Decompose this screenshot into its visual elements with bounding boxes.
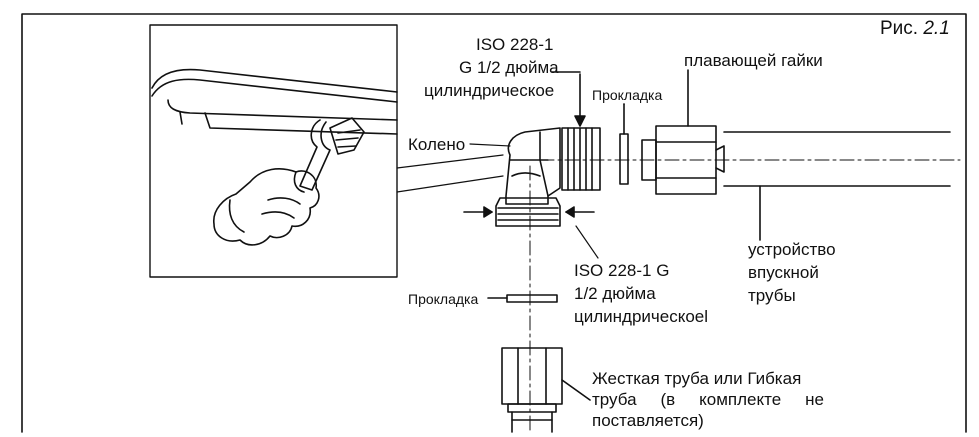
pipe-fitting-bottom xyxy=(501,347,591,433)
gasket-right xyxy=(619,133,629,185)
label-iso-bottom-3: цилиндрическоеl xyxy=(574,307,709,326)
label-pipe-line-1: Жесткая труба или Гибкая xyxy=(592,369,802,388)
inset-illustration xyxy=(149,24,504,278)
figure-caption: Рис. 2.1 xyxy=(880,18,950,40)
label-floating-nut: плавающей гайки xyxy=(684,51,823,70)
figure-prefix: Рис. xyxy=(880,18,919,39)
label-pipe-note: Жесткая труба или Гибкая труба (в компле… xyxy=(592,368,824,431)
elbow-thread-bottom xyxy=(495,197,561,227)
label-inlet-3: трубы xyxy=(748,286,796,305)
dimension-arrows xyxy=(463,71,595,218)
label-inlet-1: устройство xyxy=(748,240,836,259)
label-pipe-line-3: поставляется) xyxy=(592,411,704,430)
elbow-fitting xyxy=(505,127,561,205)
label-inlet-2: впускной xyxy=(748,263,819,282)
figure-number: 2.1 xyxy=(923,18,950,39)
leader-elbow xyxy=(469,143,511,147)
label-iso-top-2: G 1/2 дюйма xyxy=(459,58,559,77)
label-iso-bottom-2: 1/2 дюйма xyxy=(574,284,656,303)
label-iso-top-3: цилиндрическое xyxy=(424,81,555,100)
label-gasket-top: Прокладка xyxy=(592,87,663,103)
label-iso-bottom-1: ISO 228-1 G xyxy=(574,261,670,280)
label-gasket-bottom: Прокладка xyxy=(408,291,479,307)
label-iso-top-1: ISO 228-1 xyxy=(476,35,554,54)
label-elbow: Колено xyxy=(408,135,466,154)
inlet-hose-assembly xyxy=(641,69,951,241)
leader-iso-bottom xyxy=(575,225,599,259)
label-pipe-line-2: труба (в комплекте не xyxy=(592,390,824,409)
elbow-thread-right xyxy=(561,127,601,191)
figure-frame xyxy=(21,13,967,433)
gasket-bottom xyxy=(506,294,558,303)
